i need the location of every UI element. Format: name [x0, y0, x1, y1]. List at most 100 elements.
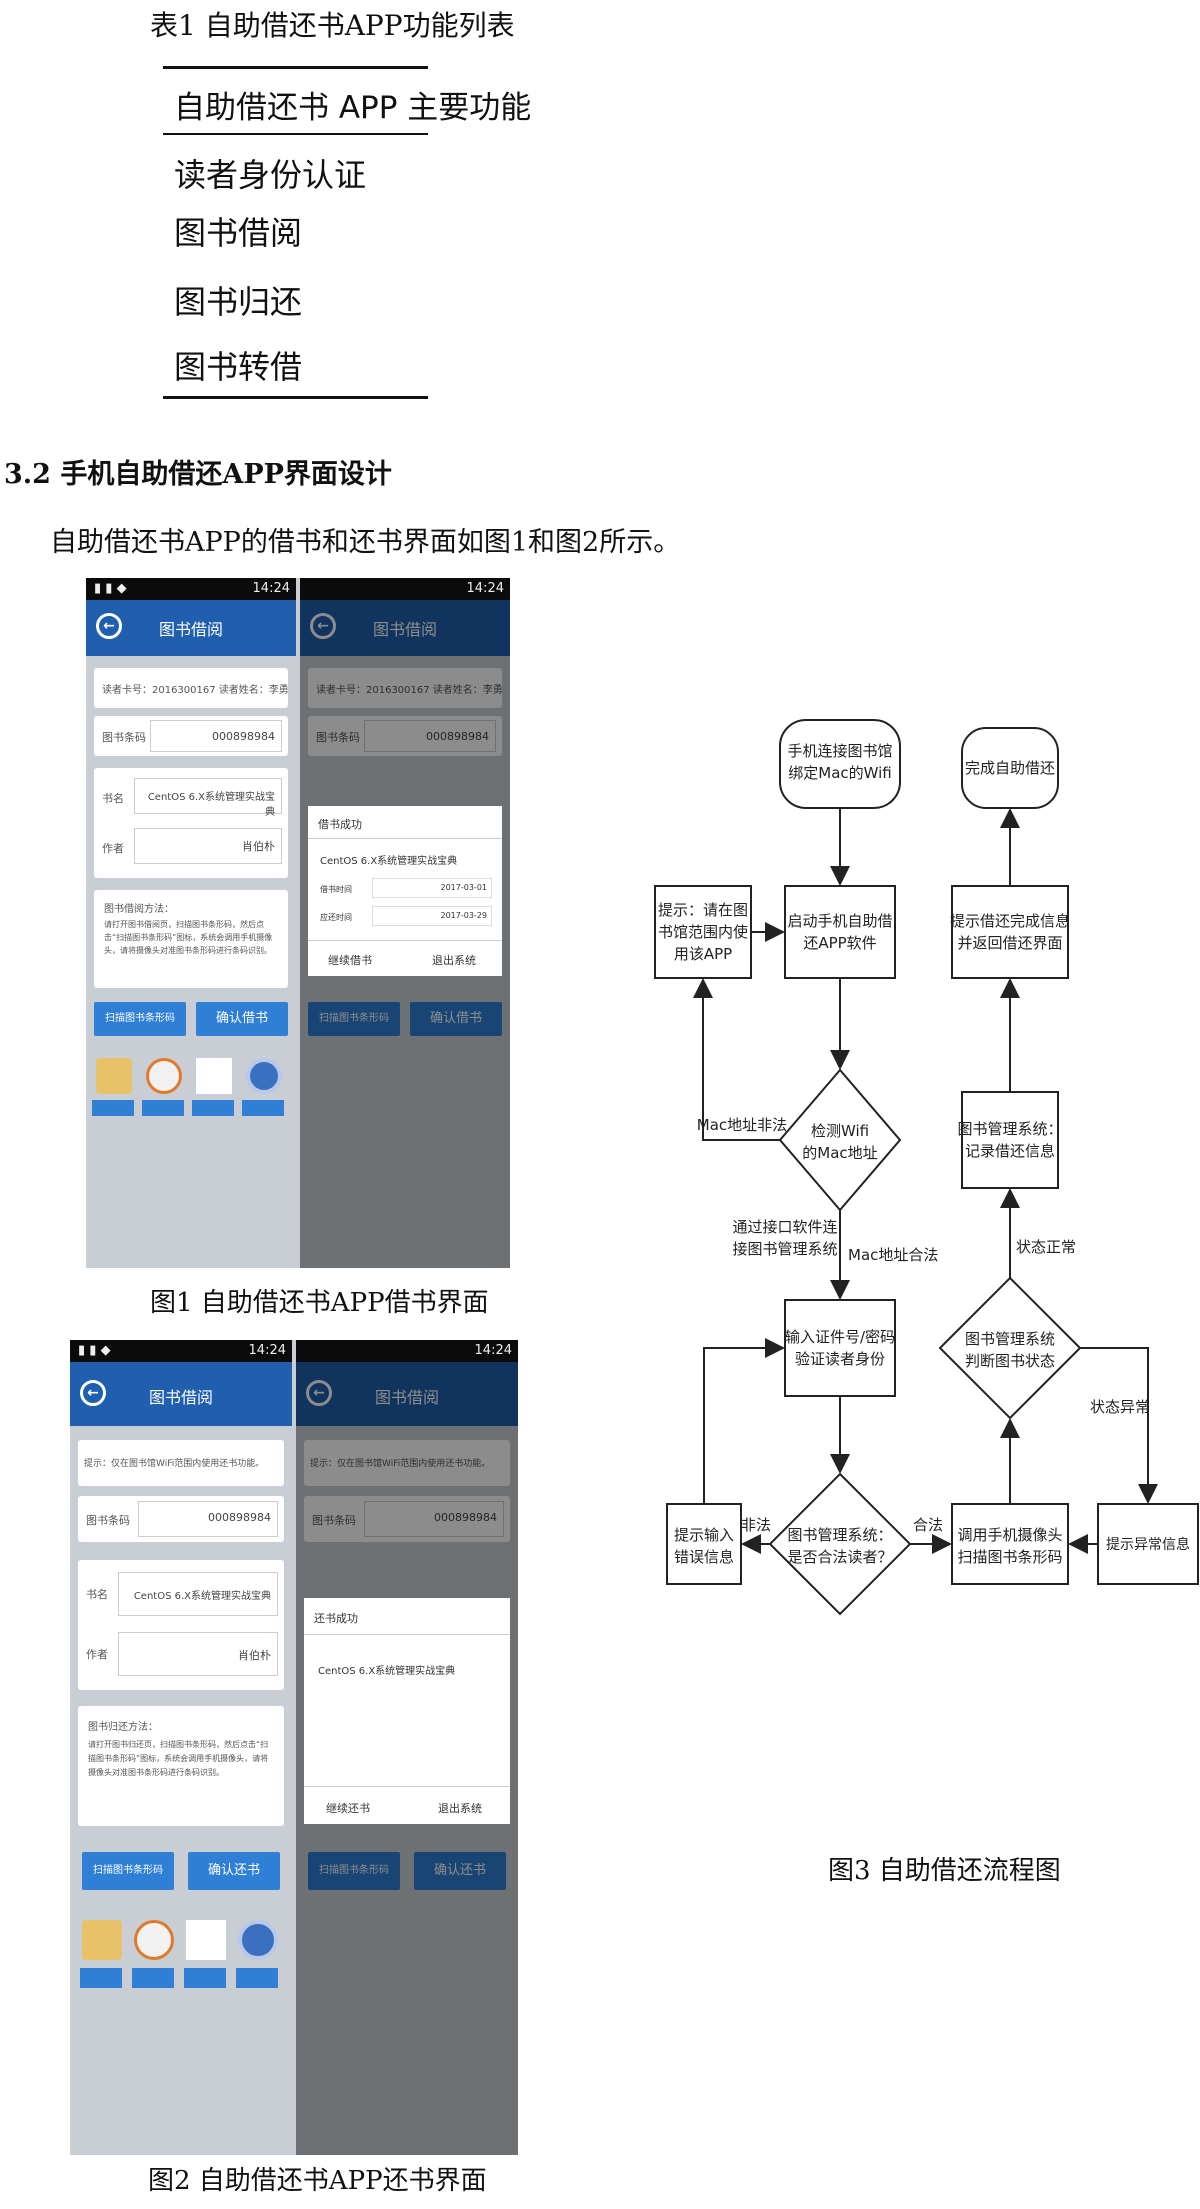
author-field[interactable]: 肖伯朴 — [134, 828, 282, 864]
legal-text: 是否合法读者？ — [787, 1548, 892, 1566]
dialog-title: 借书成功 — [318, 818, 362, 831]
dialog-book: CentOS 6.X系统管理实战宝典 — [318, 1666, 456, 1677]
barcode-field[interactable]: 000898984 — [150, 720, 282, 752]
title-bar: ← 图书借阅 — [70, 1362, 292, 1426]
exit-system-button[interactable]: 退出系统 — [438, 1802, 482, 1815]
done-info-text: 提示借还完成信息 — [950, 912, 1070, 930]
icon-label — [92, 1100, 134, 1116]
signal-icon: ▮ ▮ ◆ — [94, 581, 127, 596]
book-name-field[interactable]: CentOS 6.X系统管理实战宝典 — [118, 1572, 278, 1616]
table-row: 读者身份认证 — [174, 156, 367, 194]
legal-text: 图书管理系统： — [787, 1526, 892, 1544]
fig3-abnormal-branch: 提示异常信息 状态异常 — [1068, 1347, 1199, 1585]
back-icon[interactable]: ← — [80, 1380, 106, 1406]
title-bar: ← 图书借阅 — [300, 600, 510, 656]
continue-borrow-button[interactable]: 继续借书 — [328, 954, 372, 967]
book-name-field[interactable]: CentOS 6.X系统管理实战宝典 — [134, 778, 282, 818]
scan-text: 调用手机摄像头 — [957, 1526, 1062, 1544]
borrow-success-dialog: 借书成功 CentOS 6.X系统管理实战宝典 借书时间 2017-03-01 … — [308, 806, 502, 976]
check-text: 检测Wifi — [811, 1122, 869, 1140]
launch-app-node — [784, 885, 896, 979]
confirm-borrow-button[interactable]: 确认借书 — [410, 1002, 502, 1036]
scan-barcode-button[interactable]: 扫描图书条形码 — [308, 1002, 400, 1036]
settings-icon[interactable] — [238, 1920, 278, 1960]
scan-barcode-button[interactable]: 扫描图书条形码 — [94, 1002, 186, 1036]
error-node — [666, 1503, 742, 1585]
confirm-borrow-button[interactable]: 确认借书 — [196, 1002, 288, 1036]
icon-label — [142, 1100, 184, 1116]
launch-text: 启动手机自助借 — [787, 912, 892, 930]
edge-label: 通过接口软件连 — [732, 1218, 837, 1236]
arrow — [693, 978, 780, 1141]
return-success-dialog: 还书成功 CentOS 6.X系统管理实战宝典 继续还书 退出系统 — [304, 1598, 510, 1824]
confirm-return-button[interactable]: 确认还书 — [414, 1852, 506, 1890]
scan-barcode-button[interactable]: 扫描图书条形码 — [308, 1852, 400, 1890]
books-icon[interactable] — [146, 1058, 182, 1094]
title-bar: ← 图书借阅 — [296, 1362, 518, 1426]
barcode-row: 图书条码 000898984 — [304, 1496, 510, 1542]
table-header: 自助借还书 APP 主要功能 — [174, 90, 532, 126]
icon-label — [132, 1968, 174, 1988]
input-id-text: 验证读者身份 — [795, 1350, 885, 1368]
confirm-return-button[interactable]: 确认还书 — [188, 1852, 280, 1890]
back-icon[interactable]: ← — [96, 613, 122, 639]
barcode-field[interactable]: 000898984 — [364, 1501, 504, 1537]
edge-label: Mac地址非法 — [697, 1116, 787, 1134]
fig1-caption: 图1 自助借还书APP借书界面 — [150, 1288, 489, 1318]
icon-label — [80, 1968, 122, 1988]
legal-reader-decision — [768, 1472, 912, 1616]
record-text: 图书管理系统： — [957, 1120, 1062, 1138]
exit-system-button[interactable]: 退出系统 — [432, 954, 476, 967]
fig2-screenshot: ▮ ▮ ◆14:24 ← 图书借阅 提示：仅在图书馆WiFi范围内使用还书功能。… — [70, 1340, 518, 2155]
error-text: 错误信息 — [674, 1548, 734, 1566]
barcode-icon[interactable] — [186, 1920, 226, 1960]
tip-card: 提示：仅在图书馆WiFi范围内使用还书功能。 — [78, 1440, 284, 1486]
author-field[interactable]: 肖伯朴 — [118, 1632, 278, 1676]
arrow — [703, 1338, 785, 1504]
table-bottom-rule — [163, 396, 428, 399]
settings-icon[interactable] — [246, 1058, 282, 1094]
signal-icon: ▮ ▮ ◆ — [78, 1343, 111, 1358]
edge-label: 非法 — [741, 1516, 771, 1534]
fig3-caption: 图3 自助借还流程图 — [828, 1856, 1061, 1886]
search-icon[interactable] — [96, 1058, 132, 1094]
barcode-field[interactable]: 000898984 — [364, 720, 496, 752]
icon-label — [236, 1968, 278, 1988]
status-bar: ▮ ▮ ◆14:24 — [70, 1340, 292, 1362]
record-node — [961, 1091, 1059, 1189]
scan-barcode-button[interactable]: 扫描图书条形码 — [82, 1852, 174, 1890]
fig2-caption: 图2 自助借还书APP还书界面 — [148, 2166, 487, 2196]
edge-label: 接图书管理系统 — [732, 1240, 837, 1258]
abnormal-node — [1097, 1503, 1199, 1585]
tip-card: 提示：仅在图书馆WiFi范围内使用还书功能。 — [304, 1440, 510, 1486]
table-row: 图书归还 — [174, 283, 303, 321]
table-top-rule — [163, 66, 428, 69]
barcode-icon[interactable] — [196, 1058, 232, 1094]
done-info-text: 并返回借还界面 — [957, 934, 1062, 952]
barcode-row: 图书条码 000898984 — [94, 716, 288, 756]
input-id-node — [784, 1299, 896, 1397]
judge-text: 图书管理系统 — [965, 1330, 1055, 1348]
status-bar: 14:24 — [300, 578, 510, 600]
arrow — [1080, 1347, 1158, 1504]
back-icon[interactable]: ← — [310, 613, 336, 639]
judge-text: 判断图书状态 — [965, 1352, 1055, 1370]
search-icon[interactable] — [82, 1920, 122, 1960]
books-icon[interactable] — [134, 1920, 174, 1960]
fig3-flowchart: 手机连接图书馆 绑定Mac的Wifi 完成自助借还 启动手机自助借 还APP软件… — [654, 719, 1090, 1616]
status-bar: ▮ ▮ ◆14:24 — [86, 578, 296, 600]
barcode-row: 图书条码 000898984 — [308, 716, 502, 756]
continue-return-button[interactable]: 继续还书 — [326, 1802, 370, 1815]
table-caption: 表1 自助借还书APP功能列表 — [150, 9, 515, 42]
start-text: 手机连接图书馆 — [787, 742, 892, 760]
back-icon[interactable]: ← — [306, 1380, 332, 1406]
page-title: 图书借阅 — [372, 620, 437, 639]
fig1-screenshot: ▮ ▮ ◆ 14:24 ← 图书借阅 读者卡号：2016300167 读者姓名：李… — [86, 578, 510, 1268]
section-heading: 3.2 手机自助借还APP界面设计 — [4, 459, 392, 490]
fig1-phone-right: 14:24 ← 图书借阅 读者卡号：2016300167 读者姓名：李勇 图书条… — [300, 578, 510, 1268]
start-text: 绑定Mac的Wifi — [788, 764, 892, 782]
scan-text: 扫描图书条形码 — [957, 1548, 1062, 1566]
tip-text: 提示：请在图 — [658, 901, 748, 919]
icon-label — [242, 1100, 284, 1116]
barcode-field[interactable]: 000898984 — [138, 1501, 278, 1537]
